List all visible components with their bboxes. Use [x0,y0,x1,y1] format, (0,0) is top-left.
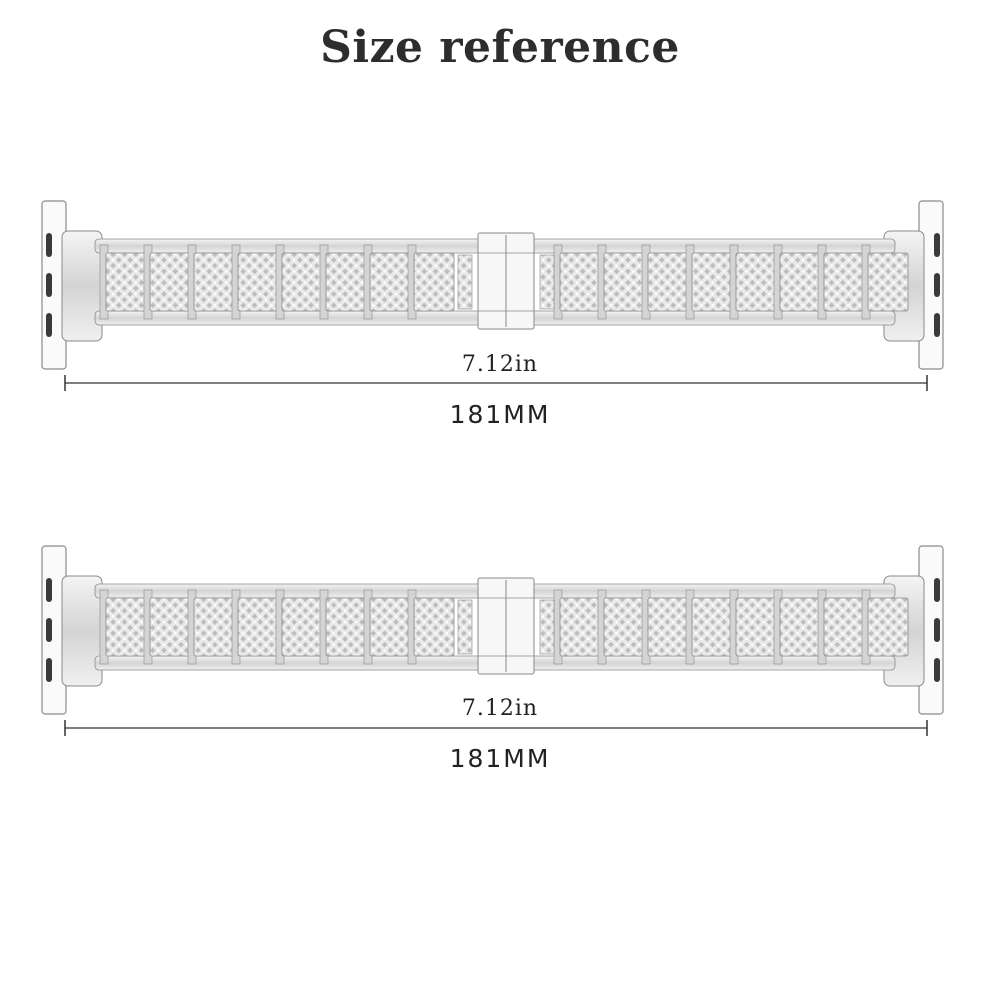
rhinestone-pad [105,252,147,312]
connector-slot [934,273,940,297]
rhinestone-pad [413,597,455,657]
length-inches-label: 7.12in [461,352,539,377]
rhinestone-pad [413,252,455,312]
rhinestone-pad [193,597,235,657]
rhinestone-pad [779,597,821,657]
dimension-line [64,375,928,391]
connector-slot [46,313,52,337]
rhinestone-pad [867,252,909,312]
band-illustration [41,545,944,715]
rhinestone-pad [281,252,323,312]
rhinestone-pad [539,599,555,655]
connector-slot [46,618,52,642]
band-illustration [41,200,944,370]
connector-slot [934,658,940,682]
rhinestone-pad [559,597,601,657]
connector-slot [934,233,940,257]
rhinestone-pad [779,252,821,312]
rhinestone-pad [105,597,147,657]
watch-band-1 [0,195,1000,385]
rhinestone-pad [823,597,865,657]
connector-slot [934,618,940,642]
rhinestone-pad [603,252,645,312]
connector-slot [46,578,52,602]
rhinestone-pad [457,599,473,655]
rhinestone-pad [539,254,555,310]
rhinestone-pad [735,252,777,312]
watch-band-2 [0,540,1000,730]
rhinestone-pad [369,252,411,312]
rhinestone-pad [325,252,367,312]
rhinestone-pad [369,597,411,657]
rhinestone-pad [237,597,279,657]
rhinestone-pad [647,252,689,312]
rhinestone-pad [237,252,279,312]
rhinestone-pad [149,597,191,657]
rhinestone-pad [457,254,473,310]
connector-slot [46,273,52,297]
rhinestone-pad [735,597,777,657]
rhinestone-pad [823,252,865,312]
dimension-line [64,720,928,736]
rhinestone-pad [281,597,323,657]
rhinestone-pad [559,252,601,312]
connector-slot [46,233,52,257]
length-inches-label: 7.12in [461,696,539,721]
length-mm-label: 181MM [449,744,551,773]
rhinestone-pad [193,252,235,312]
rhinestone-pad [603,597,645,657]
rhinestone-pad [867,597,909,657]
connector-slot [934,578,940,602]
rhinestone-pad [691,597,733,657]
connector-slot [934,313,940,337]
rhinestone-pad [325,597,367,657]
page-title: Size reference [320,22,680,73]
connector-slot [46,658,52,682]
rhinestone-pad [691,252,733,312]
length-mm-label: 181MM [449,400,551,429]
rhinestone-pad [149,252,191,312]
rhinestone-pad [647,597,689,657]
